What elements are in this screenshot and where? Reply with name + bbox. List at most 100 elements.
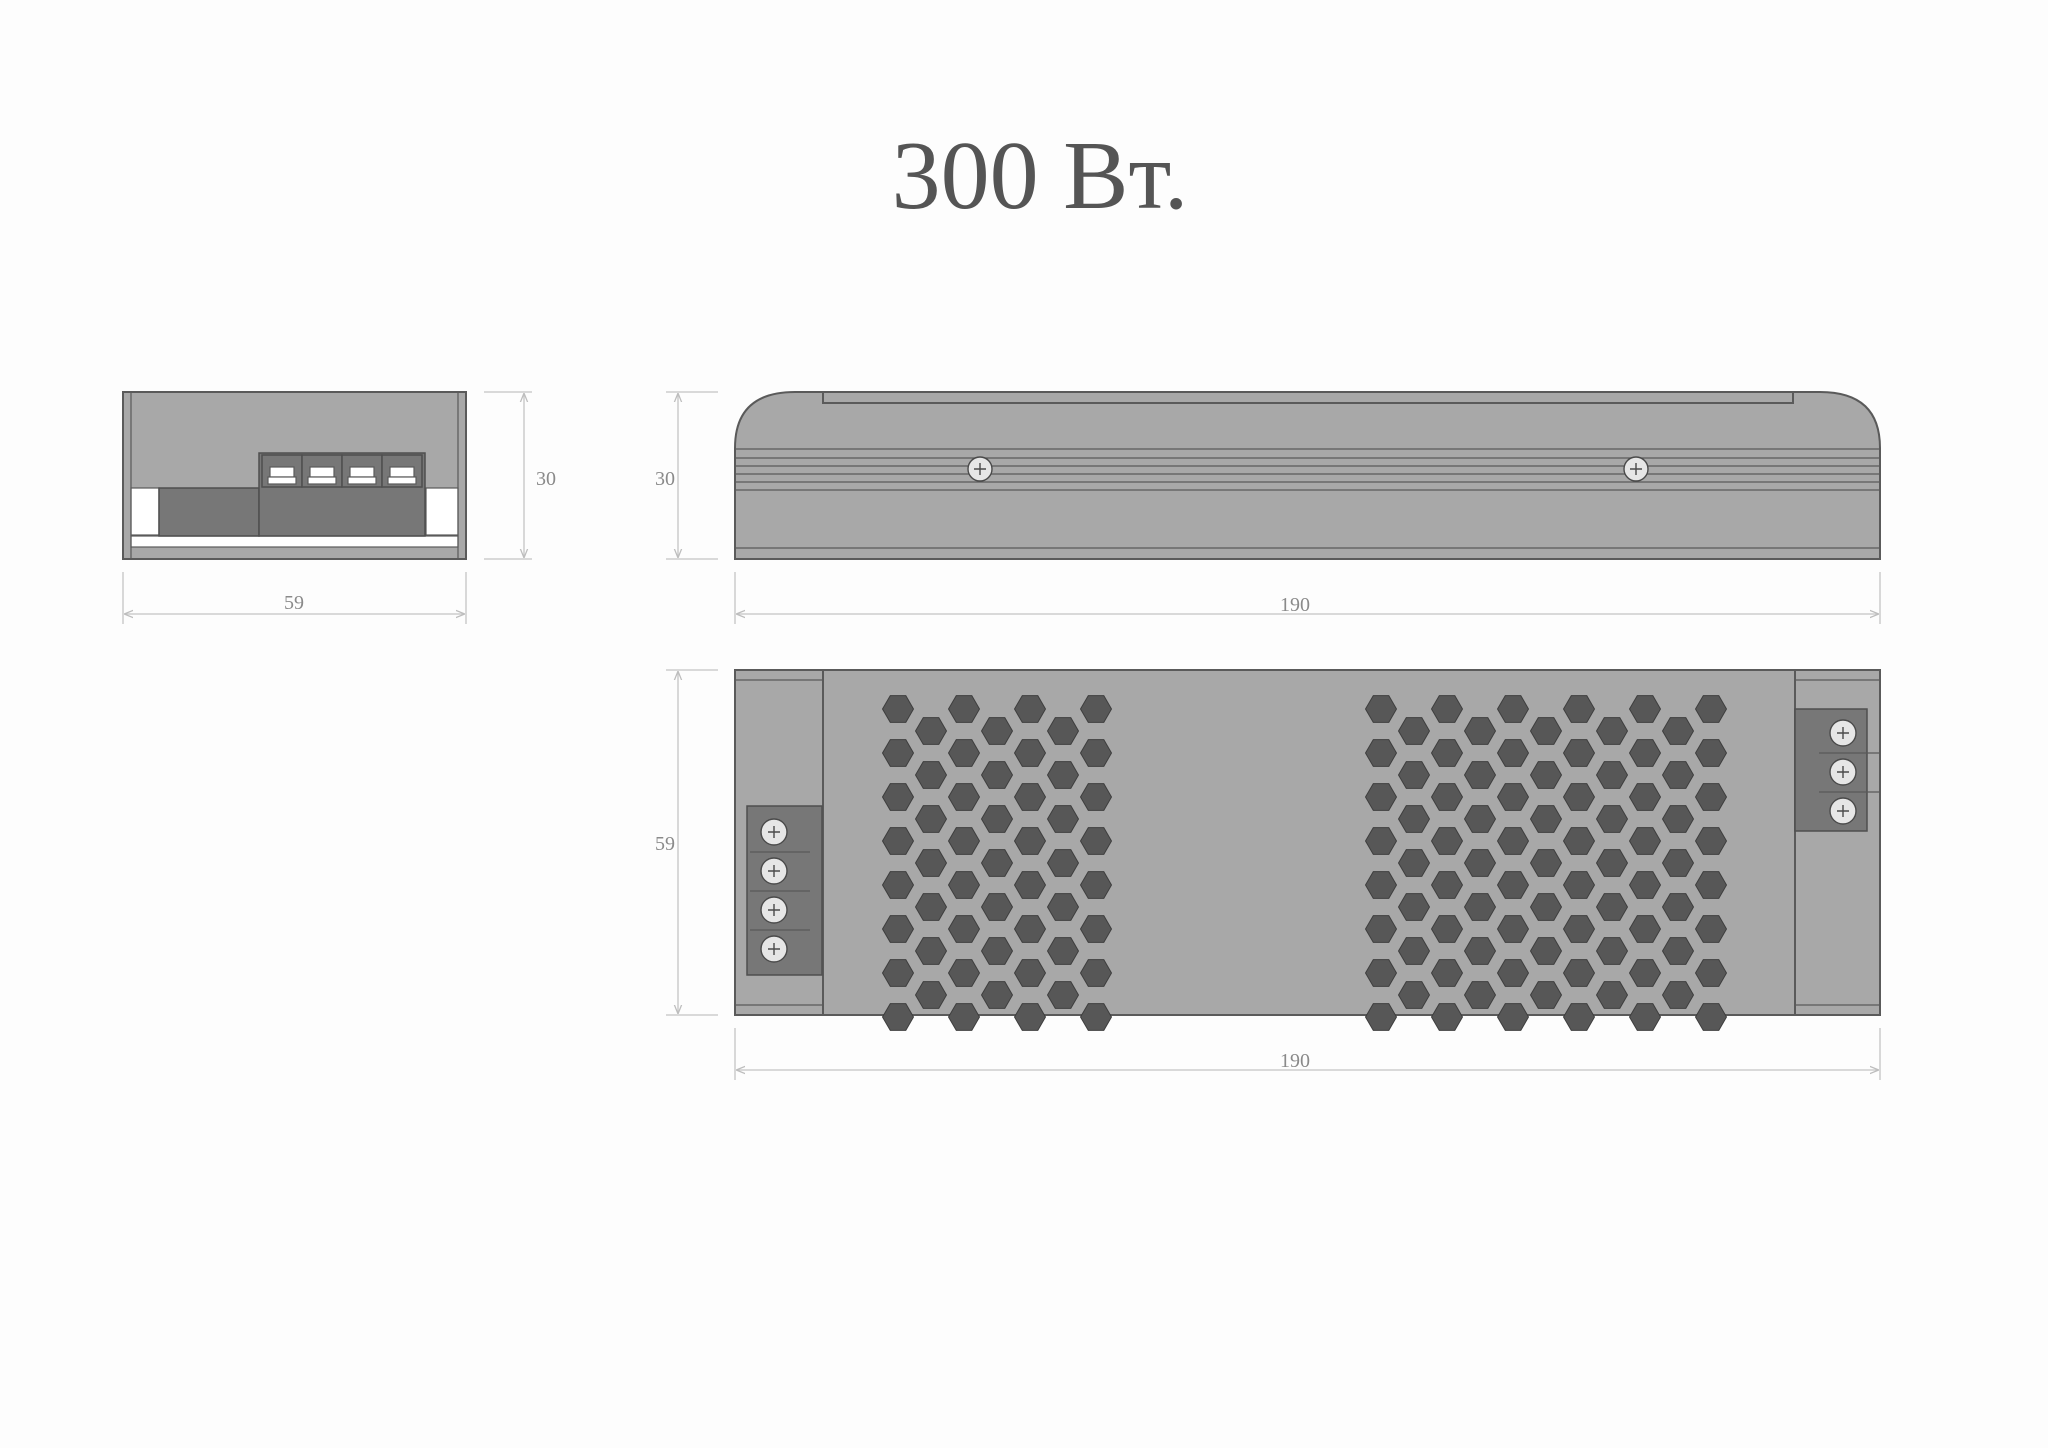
vent-hole <box>1529 805 1563 833</box>
vent-hole <box>1529 717 1563 745</box>
vent-hole <box>1496 959 1530 987</box>
vent-hole <box>1079 959 1113 987</box>
vent-hole <box>914 937 948 965</box>
vent-hole <box>1013 739 1047 767</box>
vent-hole <box>1430 915 1464 943</box>
vent-hole <box>1562 827 1596 855</box>
terminal-screw-icon <box>1829 719 1857 747</box>
vent-hole <box>1013 783 1047 811</box>
vent-hole <box>1397 893 1431 921</box>
vent-hole <box>914 717 948 745</box>
vent-hole <box>914 805 948 833</box>
vent-hole <box>1562 1003 1596 1031</box>
vent-hole <box>1595 761 1629 789</box>
vent-hole <box>1046 937 1080 965</box>
vent-hole <box>881 1003 915 1031</box>
end-view: 30 59 <box>122 391 556 624</box>
vent-hole <box>1661 849 1695 877</box>
vent-hole <box>1463 717 1497 745</box>
end-view-left-gap <box>130 487 160 536</box>
vent-hole <box>1694 959 1728 987</box>
vent-hole <box>881 959 915 987</box>
vent-hole <box>947 1003 981 1031</box>
terminal-screw-icon <box>1829 758 1857 786</box>
vent-hole <box>1595 849 1629 877</box>
vent-hole <box>1694 871 1728 899</box>
vent-hole <box>1046 893 1080 921</box>
terminal-screw-icon <box>760 935 788 963</box>
vent-hole <box>1397 937 1431 965</box>
vent-hole <box>1529 937 1563 965</box>
vent-hole <box>1046 761 1080 789</box>
vent-hole <box>881 871 915 899</box>
vent-hole <box>1463 849 1497 877</box>
vent-hole <box>1397 849 1431 877</box>
side-view-height-label: 30 <box>655 468 675 490</box>
vent-hole <box>1496 1003 1530 1031</box>
vent-hole <box>881 739 915 767</box>
end-view-width-label: 59 <box>284 592 304 614</box>
vent-hole <box>1496 915 1530 943</box>
vent-hole <box>1628 959 1662 987</box>
vent-hole <box>1463 805 1497 833</box>
vent-hole <box>1661 805 1695 833</box>
vent-hole <box>1694 915 1728 943</box>
terminal-screw-icon <box>1829 797 1857 825</box>
vent-hole <box>1079 915 1113 943</box>
vent-hole <box>914 893 948 921</box>
vent-hole <box>1397 761 1431 789</box>
vent-hole <box>1430 1003 1464 1031</box>
vent-hole <box>1397 717 1431 745</box>
vent-hole <box>980 849 1014 877</box>
vent-hole <box>1463 893 1497 921</box>
vent-hole <box>947 959 981 987</box>
side-view: 30 190 <box>655 391 1881 624</box>
vent-hole <box>1079 1003 1113 1031</box>
side-view-grooves <box>735 448 1880 549</box>
vent-hole <box>1529 761 1563 789</box>
vent-hole <box>1463 761 1497 789</box>
vent-hole <box>1079 827 1113 855</box>
vent-hole <box>1496 695 1530 723</box>
top-view-output-terminal-screws <box>1819 719 1879 825</box>
vent-hole <box>980 937 1014 965</box>
vent-hole <box>1463 937 1497 965</box>
vent-hole <box>1079 871 1113 899</box>
page-title: 300 Вт. <box>892 122 1189 230</box>
vent-hole <box>1013 1003 1047 1031</box>
vent-hole <box>1364 739 1398 767</box>
vent-hole <box>1628 783 1662 811</box>
vent-hole <box>1628 915 1662 943</box>
vent-hole <box>914 761 948 789</box>
vent-hole <box>1046 981 1080 1009</box>
vent-hole <box>1595 937 1629 965</box>
vent-hole <box>881 695 915 723</box>
vent-hole <box>947 871 981 899</box>
vent-hole <box>1013 695 1047 723</box>
vent-hole <box>1397 805 1431 833</box>
vent-hole <box>1694 695 1728 723</box>
vent-hole <box>980 981 1014 1009</box>
vent-hole <box>1628 695 1662 723</box>
vent-hole <box>1013 915 1047 943</box>
vent-hole <box>1046 805 1080 833</box>
vent-hole <box>1496 827 1530 855</box>
vent-hole <box>1529 981 1563 1009</box>
vent-hole <box>1562 915 1596 943</box>
end-view-terminals <box>261 454 423 488</box>
vent-hole <box>947 695 981 723</box>
terminal-screw-icon <box>760 896 788 924</box>
top-view-width-label: 59 <box>655 833 675 855</box>
vent-hole <box>1661 717 1695 745</box>
vent-hole <box>1013 959 1047 987</box>
vent-hole <box>1430 827 1464 855</box>
vent-hole <box>947 827 981 855</box>
vent-hole <box>1013 871 1047 899</box>
end-view-right-gap <box>425 487 459 536</box>
vent-hole <box>1661 761 1695 789</box>
vent-hole <box>881 783 915 811</box>
vent-hole <box>1364 783 1398 811</box>
vent-hole <box>1595 805 1629 833</box>
vent-hole <box>1562 871 1596 899</box>
